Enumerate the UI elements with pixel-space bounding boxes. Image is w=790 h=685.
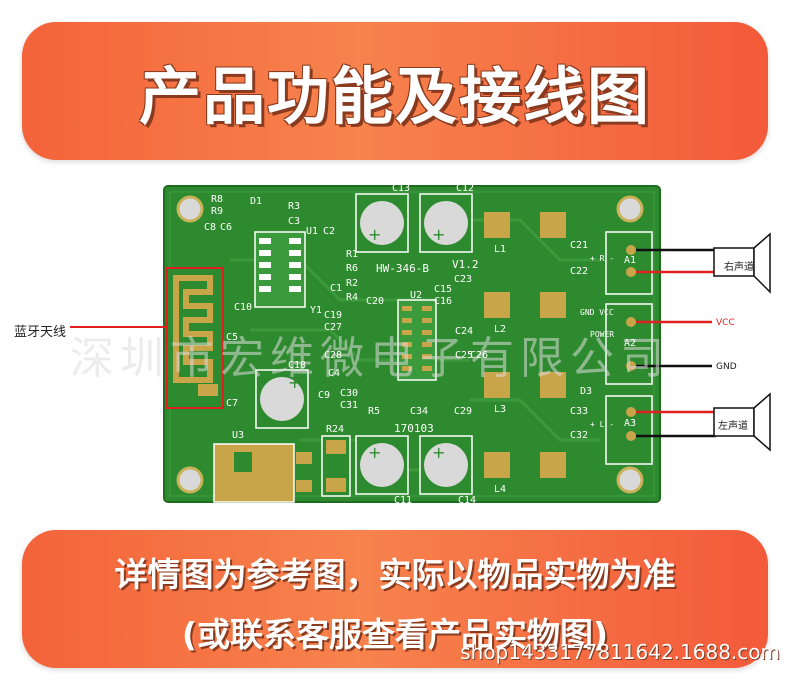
silk-c6: C6: [220, 222, 233, 233]
right-channel-label: 右声道: [724, 262, 754, 273]
silk-a3: A3: [624, 418, 637, 429]
silk-c30: C30: [340, 388, 359, 399]
silk-a1: A1: [624, 255, 637, 266]
silk-c27: C27: [324, 322, 343, 333]
capacitors-electrolytic: + + + + +: [255, 193, 473, 495]
note-banner: 详情图为参考图，实际以物品实物为准 (或联系客服查看产品实物图): [22, 530, 768, 668]
silk-c31: C31: [340, 400, 359, 411]
silk-r4: R4: [346, 292, 359, 303]
title-banner: 产品功能及接线图: [22, 22, 768, 160]
silk-l4: L4: [494, 484, 507, 495]
board-model: HW-346-B: [376, 262, 429, 275]
silk-r8: R8: [211, 194, 224, 205]
connectors: [605, 231, 653, 465]
silk-c11: C11: [394, 495, 413, 506]
silk-c33: C33: [570, 406, 589, 417]
silk-l3: L3: [494, 404, 507, 415]
silk-d1: D1: [250, 196, 263, 207]
vcc-label: VCC: [716, 318, 735, 328]
silk-l-polarity: + L -: [590, 420, 615, 429]
silk-r1: R1: [346, 249, 359, 260]
silk-u2: U2: [410, 290, 423, 301]
silk-c16: C16: [434, 296, 453, 307]
silk-c29: C29: [454, 406, 473, 417]
silk-c3: C3: [288, 216, 301, 227]
silk-c10: C10: [234, 302, 253, 313]
silk-c19: C19: [324, 310, 343, 321]
silk-r9: R9: [211, 206, 224, 217]
silk-r5: R5: [368, 406, 381, 417]
silk-power: POWER: [590, 330, 615, 339]
silk-r24: R24: [326, 424, 345, 435]
silk-c1: C1: [330, 283, 343, 294]
left-speaker-icon: [713, 407, 755, 437]
silk-c20: C20: [366, 296, 385, 307]
page-title: 产品功能及接线图: [138, 60, 651, 133]
silk-c22: C22: [570, 266, 589, 277]
silk-c32: C32: [570, 430, 589, 441]
silk-c4: C4: [328, 368, 341, 379]
mounting-holes: [176, 195, 644, 494]
silk-c28: C28: [324, 350, 343, 361]
silk-a2: A2: [624, 338, 637, 349]
silk-c34: C34: [410, 406, 429, 417]
silk-c26: C26: [470, 350, 489, 361]
silk-c5: C5: [226, 332, 239, 343]
silk-c23: C23: [454, 274, 473, 285]
silk-l1: L1: [494, 244, 507, 255]
silk-c21: C21: [570, 240, 589, 251]
silk-c14: C14: [458, 495, 477, 506]
silk-r3: R3: [288, 201, 301, 212]
bluetooth-antenna: [166, 267, 224, 409]
silk-r2: R2: [346, 278, 359, 289]
shop-url: shop1433177811642.1688.com: [460, 640, 780, 664]
silk-gnd-vcc: GND VCC: [580, 308, 614, 317]
svg-text:+: +: [368, 225, 381, 244]
silk-c2: C2: [323, 226, 336, 237]
silk-c24: C24: [455, 326, 474, 337]
silk-l2: L2: [494, 324, 507, 335]
silk-c25: C25: [455, 350, 474, 361]
silk-r6: R6: [346, 263, 359, 274]
board-date-code: 170103: [394, 422, 434, 435]
antenna-label: 蓝牙天线: [14, 325, 67, 340]
silk-u3: U3: [232, 430, 245, 441]
board-version: V1.2: [452, 258, 479, 271]
silk-c12: C12: [456, 183, 475, 194]
silk-c9: C9: [318, 390, 331, 401]
inductor-pads: [484, 212, 566, 478]
svg-text:+: +: [432, 225, 445, 244]
silk-d3: D3: [580, 386, 593, 397]
silk-c8: C8: [204, 222, 217, 233]
silk-u1: U1: [306, 226, 319, 237]
silk-c18: C18: [288, 360, 307, 371]
left-channel-label: 左声道: [718, 421, 748, 432]
note-line-1: 详情图为参考图，实际以物品实物为准: [114, 555, 676, 594]
silk-c15: C15: [434, 284, 453, 295]
svg-text:+: +: [288, 373, 301, 392]
speaker-icons: [713, 232, 771, 452]
silk-c13: C13: [392, 183, 411, 194]
wires: [636, 248, 716, 438]
watermark: 深圳市宏维微电子有限公司: [70, 333, 670, 384]
svg-text:+: +: [368, 443, 381, 462]
silk-r-polarity: + R -: [590, 254, 615, 263]
silk-y1: Y1: [310, 305, 323, 316]
note-line-2: (或联系客服查看产品实物图): [181, 615, 609, 654]
svg-text:+: +: [432, 443, 445, 462]
gnd-label: GND: [716, 362, 737, 372]
silk-c7: C7: [226, 398, 239, 409]
